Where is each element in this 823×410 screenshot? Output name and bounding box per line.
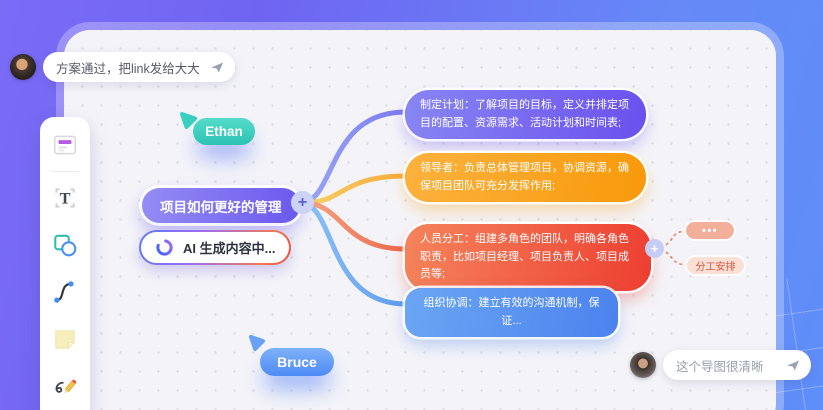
shapes-icon — [54, 234, 77, 257]
tool-template-card[interactable] — [50, 130, 80, 160]
branch-node-leader[interactable]: 领导者：负责总体管理项目，协调资源，确保项目团队可充分发挥作用; — [405, 153, 646, 203]
branch-node-plan[interactable]: 制定计划：了解项目的目标，定义并排定项目的配置、资源需求、活动计划和时间表; — [405, 90, 646, 140]
cursor-pointer-icon — [248, 334, 266, 352]
tool-palette: T — [40, 117, 90, 410]
pen-icon — [55, 379, 77, 394]
template-card-icon — [53, 135, 77, 155]
send-button-top[interactable] — [210, 60, 225, 75]
mindmap-root-node[interactable]: 项目如何更好的管理 — [142, 188, 300, 223]
tool-pen[interactable] — [50, 371, 80, 401]
cursor-ethan-label: Ethan — [193, 118, 255, 145]
send-button-bottom[interactable] — [786, 358, 801, 373]
cursor-pointer-icon — [180, 112, 197, 129]
loading-spinner-icon — [156, 239, 173, 256]
tool-text[interactable]: T — [50, 183, 80, 213]
subnode-pending[interactable]: ••• — [686, 222, 734, 239]
add-branch-button[interactable]: + — [291, 191, 314, 214]
chat-message-bottom[interactable]: 这个导图很清晰 — [663, 350, 811, 380]
chat-message-top-text: 方案通过，把link发给大大 — [56, 61, 200, 76]
svg-text:T: T — [60, 189, 71, 207]
user-avatar-bottom — [630, 352, 656, 378]
send-icon — [211, 62, 223, 72]
tool-sticky-note[interactable] — [50, 324, 80, 354]
tool-connector[interactable] — [50, 277, 80, 307]
sticky-note-icon — [55, 330, 76, 350]
ai-status-text: AI 生成内容中... — [183, 241, 276, 256]
subnode-label[interactable]: 分工安排 — [687, 257, 744, 274]
chat-message-bottom-text: 这个导图很清晰 — [676, 359, 764, 374]
user-avatar-top — [10, 54, 36, 80]
branch-node-coordination[interactable]: 组织协调：建立有效的沟通机制，保证... — [405, 288, 618, 338]
chat-bubble-bottom: 这个导图很清晰 — [630, 350, 811, 380]
chat-bubble-top: 方案通过，把link发给大大 — [10, 52, 235, 82]
tool-shapes[interactable] — [50, 230, 80, 260]
toolbar-divider — [51, 171, 79, 172]
cursor-bruce-label: Bruce — [260, 348, 334, 376]
add-subnode-button[interactable]: + — [645, 239, 664, 258]
ai-generating-status: AI 生成内容中... — [139, 230, 292, 265]
chat-message-top[interactable]: 方案通过，把link发给大大 — [43, 52, 235, 82]
branch-node-roles[interactable]: 人员分工：组建多角色的团队，明确各角色职责，比如项目经理、项目负责人、项目成员等… — [405, 224, 651, 291]
text-tool-icon: T — [55, 188, 75, 208]
curve-connector-icon — [54, 281, 74, 303]
send-icon — [787, 360, 800, 370]
